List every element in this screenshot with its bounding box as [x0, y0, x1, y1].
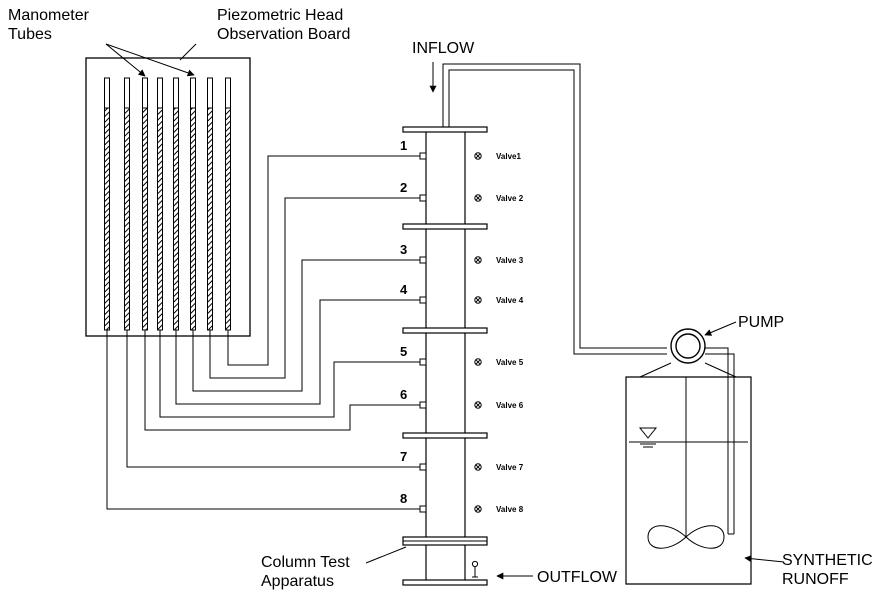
valve-icon [474, 505, 482, 513]
valve-label: Valve 3 [496, 256, 524, 265]
manometer-arrow-1 [105, 43, 146, 77]
outflow-valve-icon [471, 560, 479, 578]
valve-label: Valve 2 [496, 194, 524, 203]
column-flange [402, 223, 488, 230]
manometer-arrow-2 [105, 43, 195, 77]
manometer-tube [225, 77, 231, 331]
column-apparatus-label-2: Apparatus [261, 573, 334, 590]
synthetic-runoff-tank [625, 376, 752, 585]
valve-label: Valve 7 [496, 463, 524, 472]
valve-icon [474, 152, 482, 160]
port-number: 7 [400, 449, 407, 464]
port-number: 2 [400, 180, 407, 195]
valve-icon [474, 296, 482, 304]
connection-pipe [227, 155, 420, 366]
pump-suction-pipe [705, 347, 735, 535]
valve-label: Valve1 [496, 152, 521, 161]
pump-icon [639, 328, 737, 378]
column-flange [402, 579, 488, 586]
inflow-label: INFLOW [412, 40, 475, 57]
manometer-tube [124, 77, 130, 331]
port-number: 5 [400, 344, 407, 359]
board-label: Piezometric Head [217, 7, 343, 24]
pump-arrow [704, 321, 737, 336]
manometer-tubes-label-2: Tubes [8, 26, 52, 43]
board-label-2: Observation Board [217, 26, 350, 43]
inflow-pipe [442, 63, 667, 355]
valve-icon [474, 358, 482, 366]
valve-icon [474, 194, 482, 202]
connection-pipe [126, 330, 420, 468]
port-number: 8 [400, 491, 407, 506]
valve-label: Valve 6 [496, 401, 524, 410]
port-number: 1 [400, 138, 407, 153]
valve-label: Valve 5 [496, 358, 524, 367]
column-apparatus-label: Column Test [261, 554, 350, 571]
connection-pipe [209, 197, 420, 379]
column-apparatus-leader [365, 546, 407, 564]
mixer-icon [647, 377, 725, 549]
connection-pipe [159, 330, 420, 418]
water-level-icon [638, 427, 658, 448]
valve-icon [474, 463, 482, 471]
manometer-tube [190, 77, 196, 331]
manometer-tube [104, 77, 110, 331]
port-number: 6 [400, 387, 407, 402]
valve-icon [474, 256, 482, 264]
column-flange [402, 126, 488, 133]
synthetic-runoff-arrow [744, 555, 785, 563]
valve-label: Valve 8 [496, 505, 524, 514]
manometer-connection-pipes [106, 155, 420, 510]
manometer-tube [173, 77, 179, 331]
outflow-label: OUTFLOW [537, 569, 618, 586]
pump-label: PUMP [738, 314, 784, 331]
synthetic-runoff-label: SYNTHETIC [782, 552, 873, 569]
observation-board [85, 57, 251, 337]
connection-pipe [175, 299, 420, 405]
valve-label: Valve 4 [496, 296, 524, 305]
manometer-tubes-label: Manometer [8, 7, 90, 24]
manometer-tube [142, 77, 148, 331]
synthetic-runoff-label-2: RUNOFF [782, 571, 849, 588]
valve-icon [474, 401, 482, 409]
manometer-tube [157, 77, 163, 331]
connection-pipe [144, 330, 420, 431]
port-number: 4 [400, 282, 408, 297]
column-flange [402, 432, 488, 439]
board-leader [179, 43, 197, 61]
connection-pipe [106, 330, 420, 510]
manometer-tube [207, 77, 213, 331]
connection-pipe [192, 259, 420, 392]
column-flange [402, 327, 488, 334]
port-number: 3 [400, 242, 407, 257]
